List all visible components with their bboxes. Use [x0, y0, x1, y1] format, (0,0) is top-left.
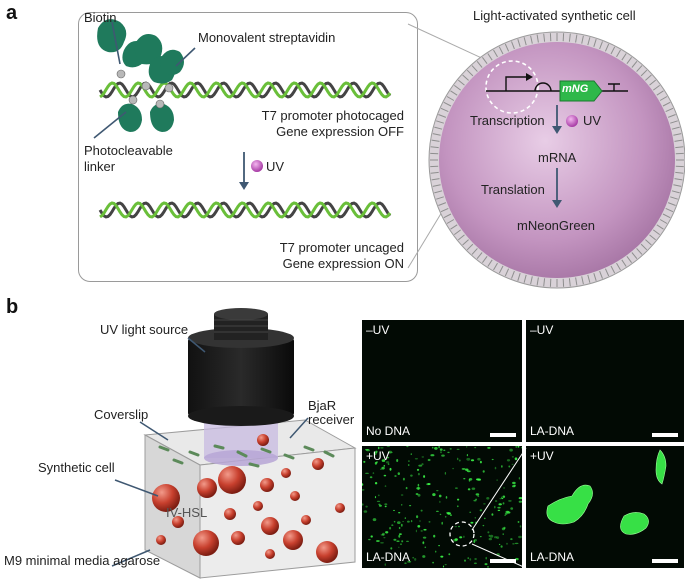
streptavidin-icon — [97, 19, 184, 84]
caged-label-1: T7 promoter photocaged — [236, 108, 404, 123]
micrograph-2-top: –UV — [530, 323, 553, 337]
uv-photon-icon — [251, 160, 263, 172]
transcription-label: Transcription — [470, 113, 545, 128]
scale-bar — [652, 433, 678, 437]
uv-lamp-icon — [188, 338, 294, 416]
bjar-label-1: BjaR — [308, 398, 336, 413]
translation-label: Translation — [481, 182, 545, 197]
uv-source-label: UV light source — [100, 322, 188, 337]
streptavidin-lower-icon — [118, 104, 174, 132]
mng-gene-label: mNG — [562, 83, 588, 95]
coverslip-label: Coverslip — [94, 407, 148, 422]
mneongreen-label: mNeonGreen — [517, 218, 595, 233]
photocleavable-label-1: Photocleavable — [84, 143, 173, 158]
scale-bar — [490, 433, 516, 437]
iv-hsl-label: IV-HSL — [166, 505, 207, 520]
bjar-label-2: receiver — [308, 412, 354, 427]
synthetic-cell-label: Synthetic cell — [38, 460, 115, 475]
scale-bar — [652, 559, 678, 563]
biotin-label: Biotin — [84, 10, 117, 25]
micrograph-uv-plus-la-dna-zoom: +UV LA-DNA — [526, 446, 684, 568]
micrograph-1-bottom: No DNA — [366, 424, 410, 438]
uv-label: UV — [266, 159, 284, 174]
micrograph-uv-minus-no-dna: –UV No DNA — [362, 320, 522, 442]
dna-helix-uncaged — [100, 203, 390, 217]
caged-label-2: Gene expression OFF — [236, 124, 404, 139]
panel-b-graphic — [0, 300, 360, 579]
streptavidin-label: Monovalent streptavidin — [198, 30, 335, 45]
micrograph-2-bottom: LA-DNA — [530, 424, 574, 438]
micrograph-1-top: –UV — [366, 323, 389, 337]
uncaged-label-1: T7 promoter uncaged — [236, 240, 404, 255]
micrograph-4-bottom: LA-DNA — [530, 550, 574, 564]
uncaged-label-2: Gene expression ON — [236, 256, 404, 271]
zoom-lines — [362, 440, 532, 580]
mrna-label: mRNA — [538, 150, 576, 165]
agarose-label: M9 minimal media agarose — [4, 553, 160, 568]
micrograph-4-top: +UV — [530, 449, 554, 463]
photocleavable-label-2: linker — [84, 159, 115, 174]
cell-title: Light-activated synthetic cell — [473, 8, 636, 23]
cell-uv-photon-icon — [566, 115, 578, 127]
cell-uv-label: UV — [583, 113, 601, 128]
micrograph-uv-minus-la-dna: –UV LA-DNA — [526, 320, 684, 442]
